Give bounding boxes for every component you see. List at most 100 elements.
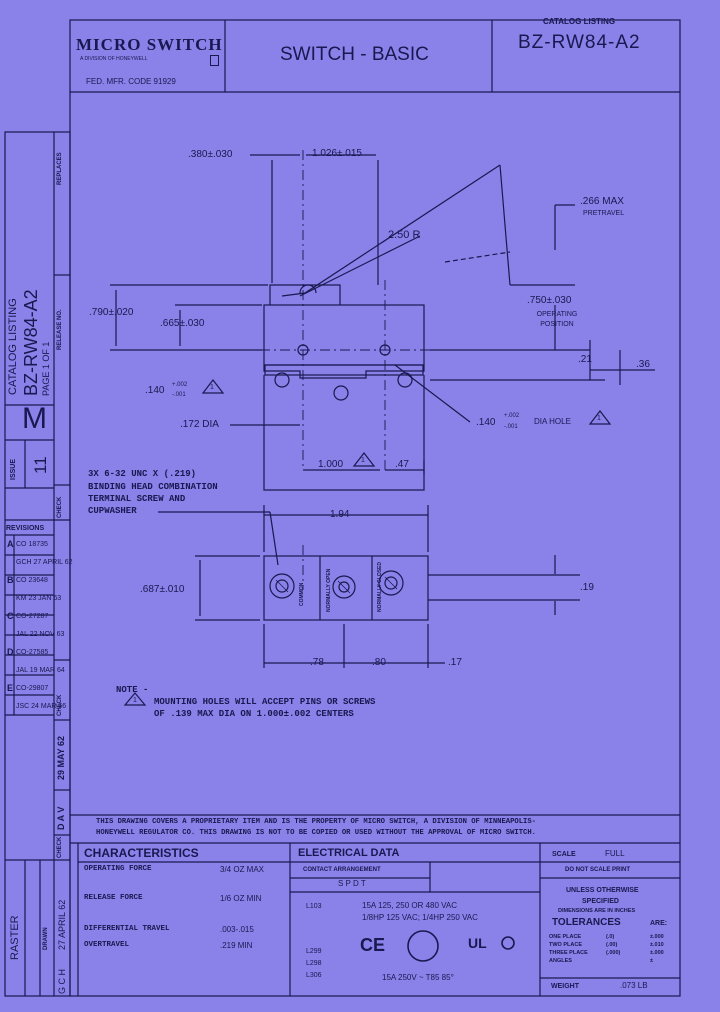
characteristic-value: 3/4 OZ MAX [220, 865, 265, 874]
company-logo: MICRO SWITCH [76, 35, 223, 54]
weight-value: .073 LB [620, 981, 648, 990]
marker-1-right: 1 [597, 415, 601, 422]
marker-1-left: 1 [210, 384, 214, 391]
characteristic-label: OPERATING FORCE [84, 865, 152, 873]
fed-mfr-code: FED. MFR. CODE 91929 [86, 77, 176, 86]
terminal-common: COMMON [299, 582, 305, 606]
dims-in-inches: DIMENSIONS ARE IN INCHES [558, 908, 636, 914]
proprietary-line-1: THIS DRAWING COVERS A PROPRIETARY ITEM A… [96, 818, 536, 826]
tolerance-name: TWO PLACE [549, 942, 582, 948]
ce-mark: CE [360, 935, 386, 955]
drawn-label: DRAWN [43, 927, 49, 950]
terminal-normally-closed: NORMALLY CLOSED [377, 561, 383, 612]
tol-right-minus: -.001 [504, 424, 518, 430]
replaces-label: REPLACES [57, 152, 63, 185]
page-count: PAGE 1 OF 1 [41, 341, 51, 396]
revision-entry: JAL 19 MAR 64 [16, 667, 65, 674]
catalog-number-vertical: BZ-RW84-A2 [21, 289, 41, 396]
revision-entry: JAL 22 NOV 63 [16, 631, 65, 638]
terminal-normally-open: NORMALLY OPEN [326, 568, 332, 612]
revision-entry: CO-27287 [16, 613, 49, 620]
revision-entry: CO-27585 [16, 649, 49, 656]
tolerances-label: TOLERANCES [552, 917, 621, 928]
specified: SPECIFIED [582, 898, 619, 905]
characteristic-value: .003-.015 [220, 925, 254, 934]
issue-letter: M [22, 402, 47, 435]
proprietary-line-2: HONEYWELL REGULATOR CO. THIS DRAWING IS … [96, 829, 536, 837]
release-no-label: RELEASE NO. [57, 309, 63, 350]
dim-172: .172 DIA [180, 419, 219, 430]
characteristics-header: CHARACTERISTICS [84, 846, 199, 860]
dim-19: .19 [580, 582, 594, 593]
tol-left-minus: -.001 [172, 392, 186, 398]
revision-letter: C [7, 611, 14, 621]
dim-140-right: .140 [476, 417, 496, 428]
contact-arrangement-label: CONTACT ARRANGEMENT [303, 867, 381, 873]
dia-hole-label: DIA HOLE [534, 417, 571, 426]
raster-label: RASTER [9, 915, 21, 960]
code-l298: L298 [306, 960, 322, 967]
characteristic-label: RELEASE FORCE [84, 894, 143, 902]
tolerance-format: (.0) [606, 934, 615, 940]
dim-radius: 2.50 R [388, 229, 421, 241]
revision-letter: A [7, 539, 14, 549]
weight-label: WEIGHT [551, 983, 579, 990]
note-line-2: OF .139 MAX DIA ON 1.000±.002 CENTERS [154, 709, 354, 719]
check-label: CHECK [57, 496, 63, 518]
note-marker: 1 [133, 697, 137, 704]
revision-entry: JSC 24 MAR 66 [16, 703, 67, 710]
revision-letter: E [7, 683, 14, 693]
dim-80: .80 [372, 657, 386, 668]
check-label-3: CHECK [57, 836, 63, 858]
rating-line-1: 15A 125, 250 OR 480 VAC [362, 901, 458, 910]
dim-687: .687±.010 [140, 584, 185, 595]
characteristic-label: OVERTRAVEL [84, 941, 130, 949]
screw-note-3: TERMINAL SCREW AND [88, 494, 186, 504]
scale-label: SCALE [552, 851, 576, 858]
tolerance-value: ±.000 [650, 934, 664, 940]
scale-value: FULL [605, 849, 625, 858]
catalog-listing-vertical: CATALOG LISTING [7, 298, 19, 395]
tolerance-format: (.00) [606, 942, 618, 948]
characteristic-value: 1/6 OZ MIN [220, 894, 262, 903]
revision-entry: GCH 27 APRIL 62 [16, 559, 73, 566]
dim-78: .78 [310, 657, 324, 668]
drawing-title: SWITCH - BASIC [280, 44, 429, 65]
issue-label: ISSUE [10, 458, 17, 480]
issue-number: 11 [31, 456, 50, 474]
dim-750: .750±.030 [527, 295, 572, 306]
dim-380: .380±.030 [188, 149, 233, 160]
tol-left-plus: +.002 [172, 382, 188, 388]
note-label: NOTE - [116, 685, 149, 695]
dim-47: .47 [395, 459, 409, 470]
screw-note-4: CUPWASHER [88, 506, 137, 516]
dim-266: .266 MAX [580, 196, 624, 207]
tolerance-name: ANGLES [549, 958, 572, 964]
rating-line-2: 1/8HP 125 VAC; 1/4HP 250 VAC [362, 913, 478, 922]
characteristic-value: .219 MIN [220, 941, 253, 950]
drawn-initials: G C H [57, 968, 67, 994]
revision-initials-vertical: D A V [56, 806, 66, 830]
tolerance-value: ±.010 [650, 942, 664, 948]
revision-letter: D [7, 647, 14, 657]
ul-mark: UL [468, 935, 487, 951]
note-line-1: MOUNTING HOLES WILL ACCEPT PINS OR SCREW… [154, 697, 376, 707]
bottom-rating: 15A 250V ~ T85 85° [382, 973, 454, 982]
catalog-number: BZ-RW84-A2 [518, 32, 641, 53]
tolerance-name: THREE PLACE [549, 950, 588, 956]
revision-letter: B [7, 575, 14, 585]
tol-right-plus: +.002 [504, 413, 520, 419]
tolerance-format: (.000) [606, 950, 621, 956]
revision-entry: CO 23648 [16, 577, 48, 584]
company-subtitle: A DIVISION OF HONEYWELL [80, 56, 148, 62]
drawn-date: 27 APRIL 62 [57, 899, 67, 950]
revision-entry: CO-29807 [16, 685, 49, 692]
catalog-listing-label: CATALOG LISTING [543, 17, 616, 26]
revision-entry: KM 23 JAN 63 [16, 595, 62, 602]
dim-140-left: .140 [145, 385, 165, 396]
characteristic-label: DIFFERENTIAL TRAVEL [84, 925, 170, 933]
dim-194: 1.94 [330, 509, 350, 520]
dim-17: .17 [448, 657, 462, 668]
dim-36: .36 [636, 359, 650, 370]
pretravel-label: PRETRAVEL [583, 210, 625, 217]
